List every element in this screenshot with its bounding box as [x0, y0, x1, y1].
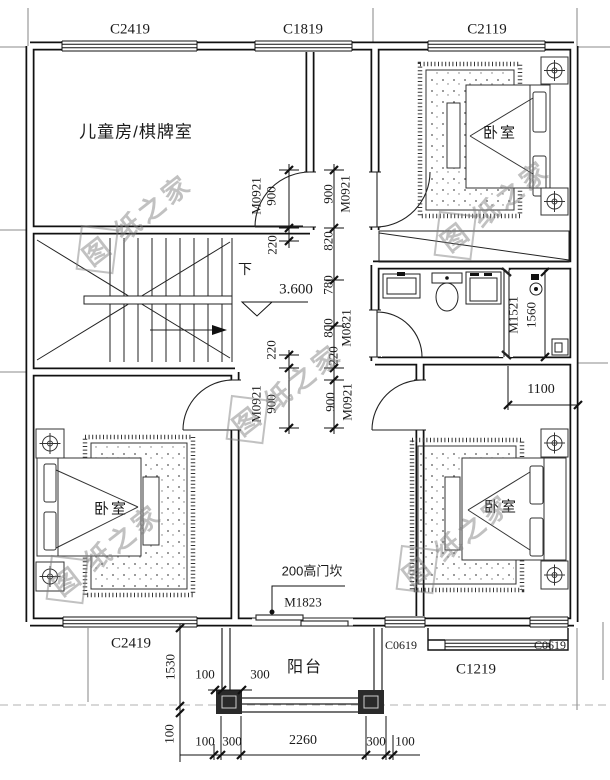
- bay-window: [427, 628, 569, 651]
- dim-900: 900: [322, 392, 338, 412]
- door-bathroom: [376, 310, 423, 358]
- nightstand: [35, 561, 65, 592]
- dim-780: 780: [320, 275, 336, 295]
- pillow: [532, 91, 547, 133]
- dim-1100: 1100: [527, 382, 555, 397]
- dim-1560: 1560: [523, 302, 539, 328]
- furniture-bedroom-top-right: [417, 56, 569, 219]
- column: [358, 690, 384, 714]
- bed: [36, 457, 142, 557]
- doors: [182, 171, 512, 627]
- room-label-bedroom-bottom-right: 卧室: [483, 498, 519, 516]
- window-label-c1819: C1819: [282, 21, 324, 38]
- pillow: [532, 155, 547, 197]
- dim-2260: 2260: [289, 733, 317, 748]
- stair-arrow-icon: [212, 325, 227, 335]
- bathroom-fixtures: [382, 271, 569, 356]
- column: [216, 690, 242, 714]
- room-label-bedroom-bottom-left: 卧室: [93, 500, 129, 518]
- door-balcony-sliding: [252, 614, 353, 627]
- dim-1100-line: [507, 366, 579, 410]
- door-label-m0921: M0921: [248, 177, 264, 215]
- leader-line: [269, 585, 345, 615]
- nightstand: [540, 56, 569, 85]
- door-bedroom-top-right: [376, 171, 431, 228]
- rug: [409, 437, 525, 593]
- door-label-m0921: M0921: [339, 383, 355, 421]
- dim-ticks: [284, 165, 339, 433]
- balcony-railing: [216, 628, 384, 714]
- washing-machine: [465, 271, 502, 305]
- window-label-c2419-bottom: C2419: [110, 635, 152, 652]
- pillow: [43, 511, 57, 551]
- nightstand: [540, 428, 569, 458]
- window-label-c0619-right: C0619: [533, 638, 567, 652]
- pillow: [43, 463, 57, 503]
- room-label-kids-room: 儿童房/棋牌室: [79, 122, 193, 142]
- floor-drain: [529, 274, 543, 296]
- closet: [378, 230, 570, 263]
- pillow: [529, 517, 544, 557]
- stairs-down-label: 下: [238, 261, 252, 277]
- dim-100: 100: [195, 733, 215, 749]
- door-bedroom-bottom-left: [182, 379, 234, 431]
- door-bedroom-bottom-right: [371, 379, 423, 431]
- door-label-m1823: M1823: [284, 594, 322, 610]
- dim-220: 220: [263, 340, 279, 360]
- toilet: [431, 272, 463, 312]
- sink: [382, 272, 421, 299]
- nightstand: [540, 560, 569, 590]
- dim-820: 820: [320, 231, 336, 251]
- nightstand: [540, 187, 569, 216]
- dim-900: 900: [263, 186, 279, 206]
- room-label-bedroom-top-right: 卧室: [482, 124, 518, 142]
- dim-100: 100: [195, 666, 215, 682]
- window-label-c2419-top: C2419: [109, 21, 151, 38]
- dimension-lines: [175, 164, 583, 762]
- furniture-bedroom-bottom-right: [409, 428, 569, 593]
- room-label-balcony: 阳台: [286, 659, 324, 676]
- bed: [461, 457, 567, 561]
- level-label: 3.600: [279, 281, 313, 298]
- door-label-m0821: M0821: [338, 309, 354, 347]
- window-label-c1219: C1219: [455, 661, 497, 678]
- rug: [82, 434, 196, 598]
- nightstand: [35, 428, 65, 459]
- dim-300: 300: [366, 733, 386, 749]
- dim-300: 300: [250, 666, 270, 682]
- bed: [465, 84, 551, 189]
- dim-100: 100: [395, 733, 415, 749]
- door-label-m0921: M0921: [337, 175, 353, 213]
- door-utility-sliding: [501, 267, 512, 360]
- dim-900: 900: [320, 184, 336, 204]
- utility-box: [551, 338, 569, 356]
- dim-300: 300: [222, 733, 242, 749]
- door-sill-note: 200高门坎: [281, 563, 343, 579]
- dim-100: 100: [161, 724, 177, 744]
- window-label-c0619-left: C0619: [384, 638, 418, 652]
- staircase: [36, 238, 233, 362]
- level-marker: [240, 301, 308, 317]
- dim-220: 220: [264, 235, 280, 255]
- axis-lines: [0, 8, 610, 710]
- window-label-c2119: C2119: [467, 21, 507, 38]
- pillow: [529, 465, 544, 505]
- door-kids-room: [254, 171, 311, 228]
- dim-1530: 1530: [162, 654, 178, 680]
- door-label-m1521: M1521: [505, 296, 521, 334]
- furniture-bedroom-bottom-left: [35, 428, 196, 598]
